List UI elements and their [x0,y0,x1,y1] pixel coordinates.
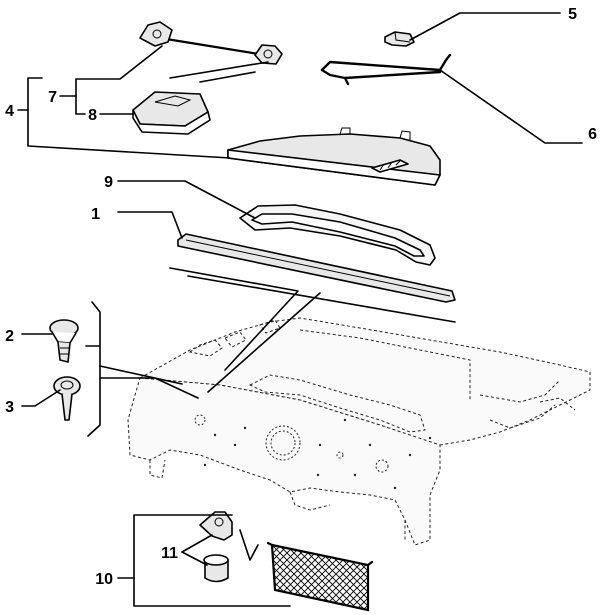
clip-and-bush-part-11 [199,511,233,583]
seal-frame-part-9 [239,204,436,266]
callout-4: 4 [5,103,14,120]
callout-3: 3 [5,399,14,416]
callout-2: 2 [5,328,14,345]
callout-7: 7 [48,89,57,106]
callout-10: 10 [95,571,113,588]
callout-5: 5 [568,6,577,23]
weatherstrip-part-1 [177,233,456,303]
rear-body-panel [127,317,591,546]
storage-box-part-8 [132,91,211,135]
luggage-net-part-10 [266,541,374,612]
leader-lines [17,12,583,607]
support-rod-part-6 [320,53,452,86]
strap-cord-part-7 [139,21,283,65]
callout-9: 9 [104,174,113,191]
callout-6: 6 [588,126,597,143]
parcel-shelf-part-4 [227,127,441,186]
callout-8: 8 [88,107,97,124]
callout-11: 11 [161,545,178,562]
callout-numbers: 1 2 3 4 5 6 7 8 9 10 11 [5,6,597,588]
screw-part-3 [53,376,81,421]
clip-part-5 [384,31,415,47]
clip-fastener-part-2 [49,319,79,363]
callout-1: 1 [91,206,100,223]
